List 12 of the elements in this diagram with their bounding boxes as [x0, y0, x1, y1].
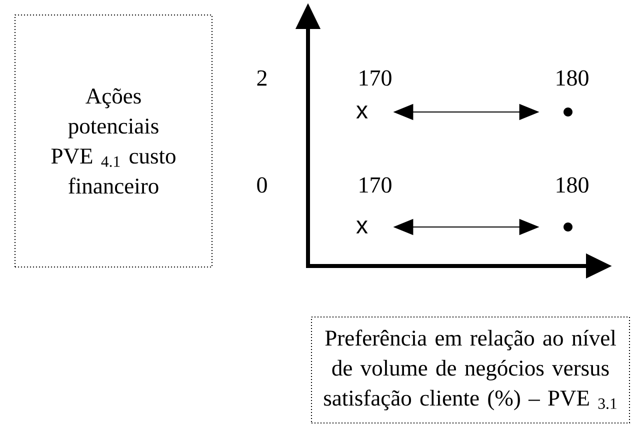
axis-value: 0 — [257, 177, 267, 193]
dot — [564, 222, 572, 232]
value-label: 170 — [360, 177, 392, 193]
dot — [564, 108, 572, 116]
value-label: 170 — [360, 70, 392, 86]
value-label: 180 — [556, 177, 588, 193]
text-box: Preferência em relação ao nível de volume de negócios versus satisfação cliente (%) – PVE $_{3.1}$ — [311, 316, 630, 424]
axis-value: 2 — [257, 70, 266, 86]
cross-mark: x — [356, 106, 368, 118]
value-label: 180 — [556, 70, 588, 86]
cross-mark: x — [356, 220, 368, 234]
text-box: Ações potenciais PVE $_{4.1}$ custo financeiro — [14, 14, 212, 268]
